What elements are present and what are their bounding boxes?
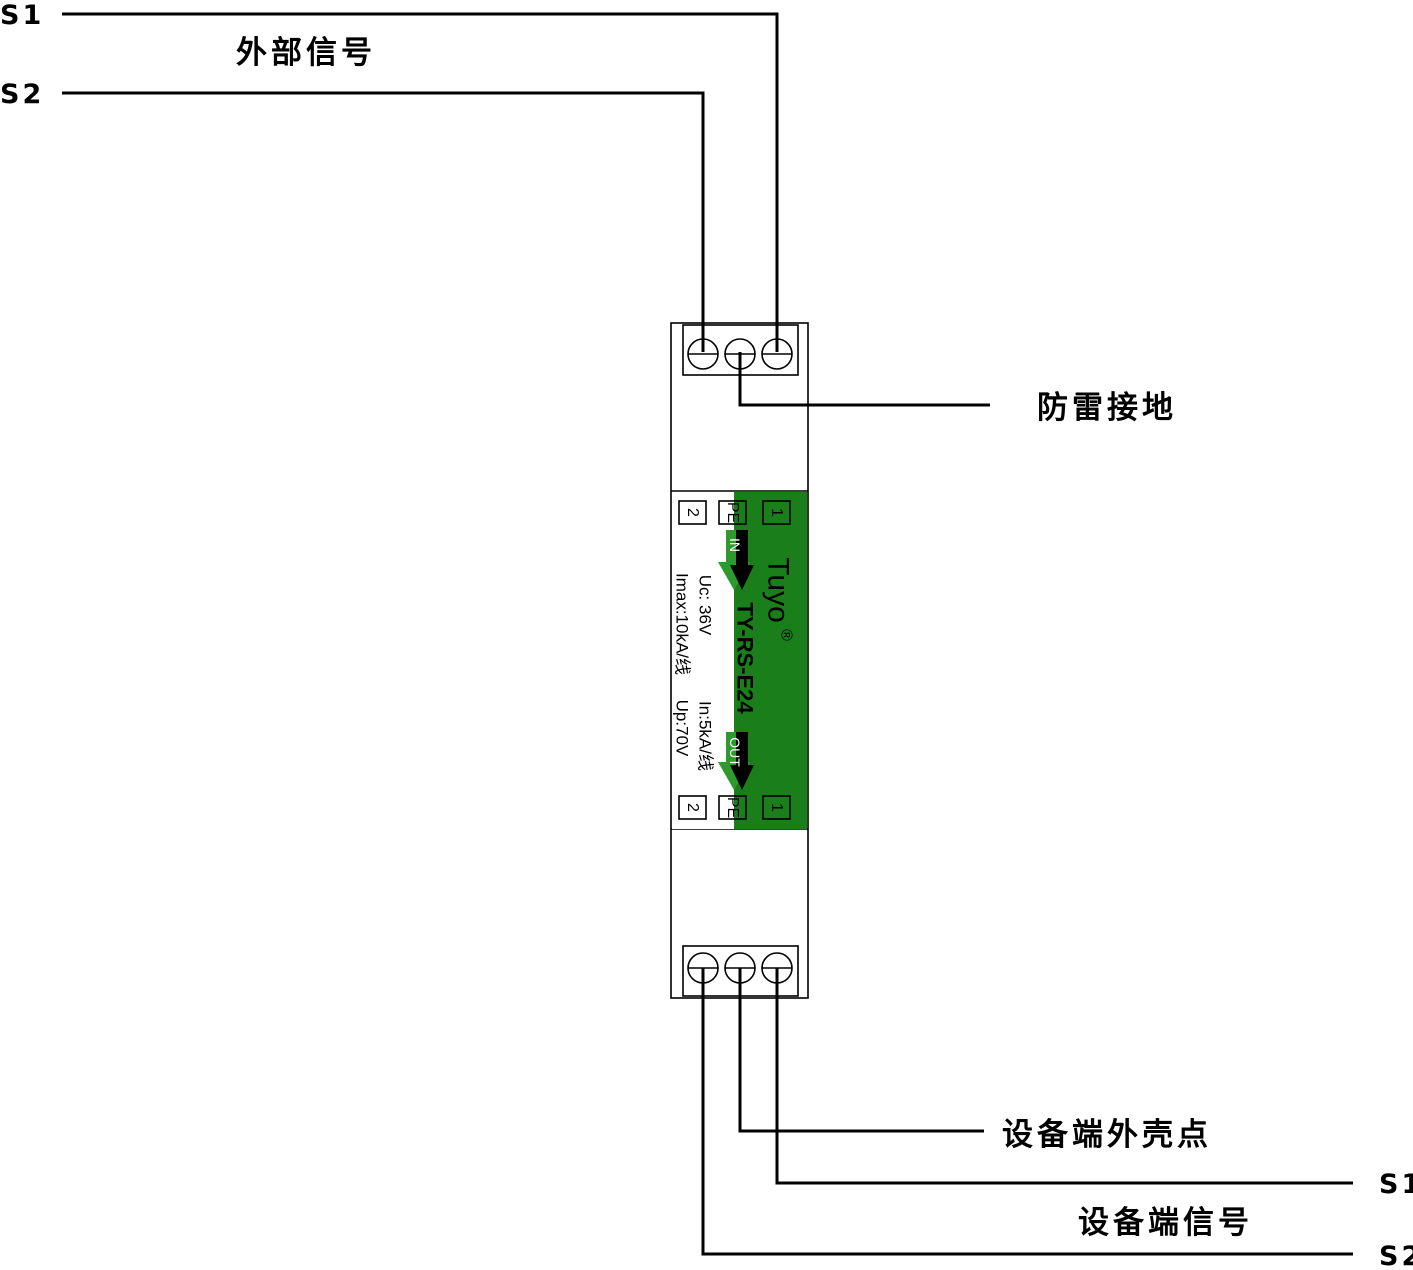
out-label: OUT [727, 737, 743, 767]
wire-dev-s2 [701, 968, 1353, 1256]
top-screw-s2 [687, 338, 719, 370]
bottom-screw-pe [724, 952, 756, 984]
term-label-pe-bottom: PE [724, 797, 741, 818]
bottom-screw-s1 [761, 952, 793, 984]
term-label-1-bottom: 1 [768, 803, 785, 812]
wire-shell [738, 968, 984, 1133]
label-ext-signal: 外部信号 [236, 35, 376, 71]
registered-mark: ® [778, 629, 795, 641]
wire-dev-s1 [775, 968, 1353, 1185]
term-label-1-top: 1 [768, 508, 785, 517]
label-dev-s1: S1 [1379, 1169, 1413, 1200]
in-label: IN [727, 538, 743, 552]
label-ext-s1: S1 [0, 0, 44, 31]
bottom-terminal-block [682, 945, 799, 997]
top-screw-s1 [761, 338, 793, 370]
top-terminal-block [682, 324, 799, 376]
wire-ground [738, 352, 990, 407]
term-label-2-bottom: 2 [684, 803, 701, 812]
label-dev-signal: 设备端信号 [1078, 1205, 1253, 1241]
rating-uc: Uc: 36V [696, 575, 715, 636]
term-label-2-top: 2 [684, 508, 701, 517]
brand-logo: Tuyo [762, 557, 795, 623]
model-number: TY-RS-E24 [733, 602, 758, 714]
top-screw-pe [724, 338, 756, 370]
label-ext-s2: S2 [0, 79, 44, 110]
label-ground: 防雷接地 [1037, 390, 1177, 426]
rating-up: Up:70V [673, 700, 692, 757]
wire-ext-s1 [62, 12, 779, 352]
in-arrow-icon [718, 530, 754, 590]
label-shell: 设备端外壳点 [1002, 1117, 1212, 1153]
bottom-screw-s2 [687, 952, 719, 984]
rating-imax: Imax:10kA/线 [673, 573, 692, 675]
wire-ext-s2 [62, 91, 705, 352]
rating-in: In:5kA/线 [696, 701, 715, 771]
label-dev-s2: S2 [1379, 1241, 1413, 1270]
out-arrow-icon [718, 732, 754, 790]
term-label-pe-top: PE [724, 502, 741, 523]
